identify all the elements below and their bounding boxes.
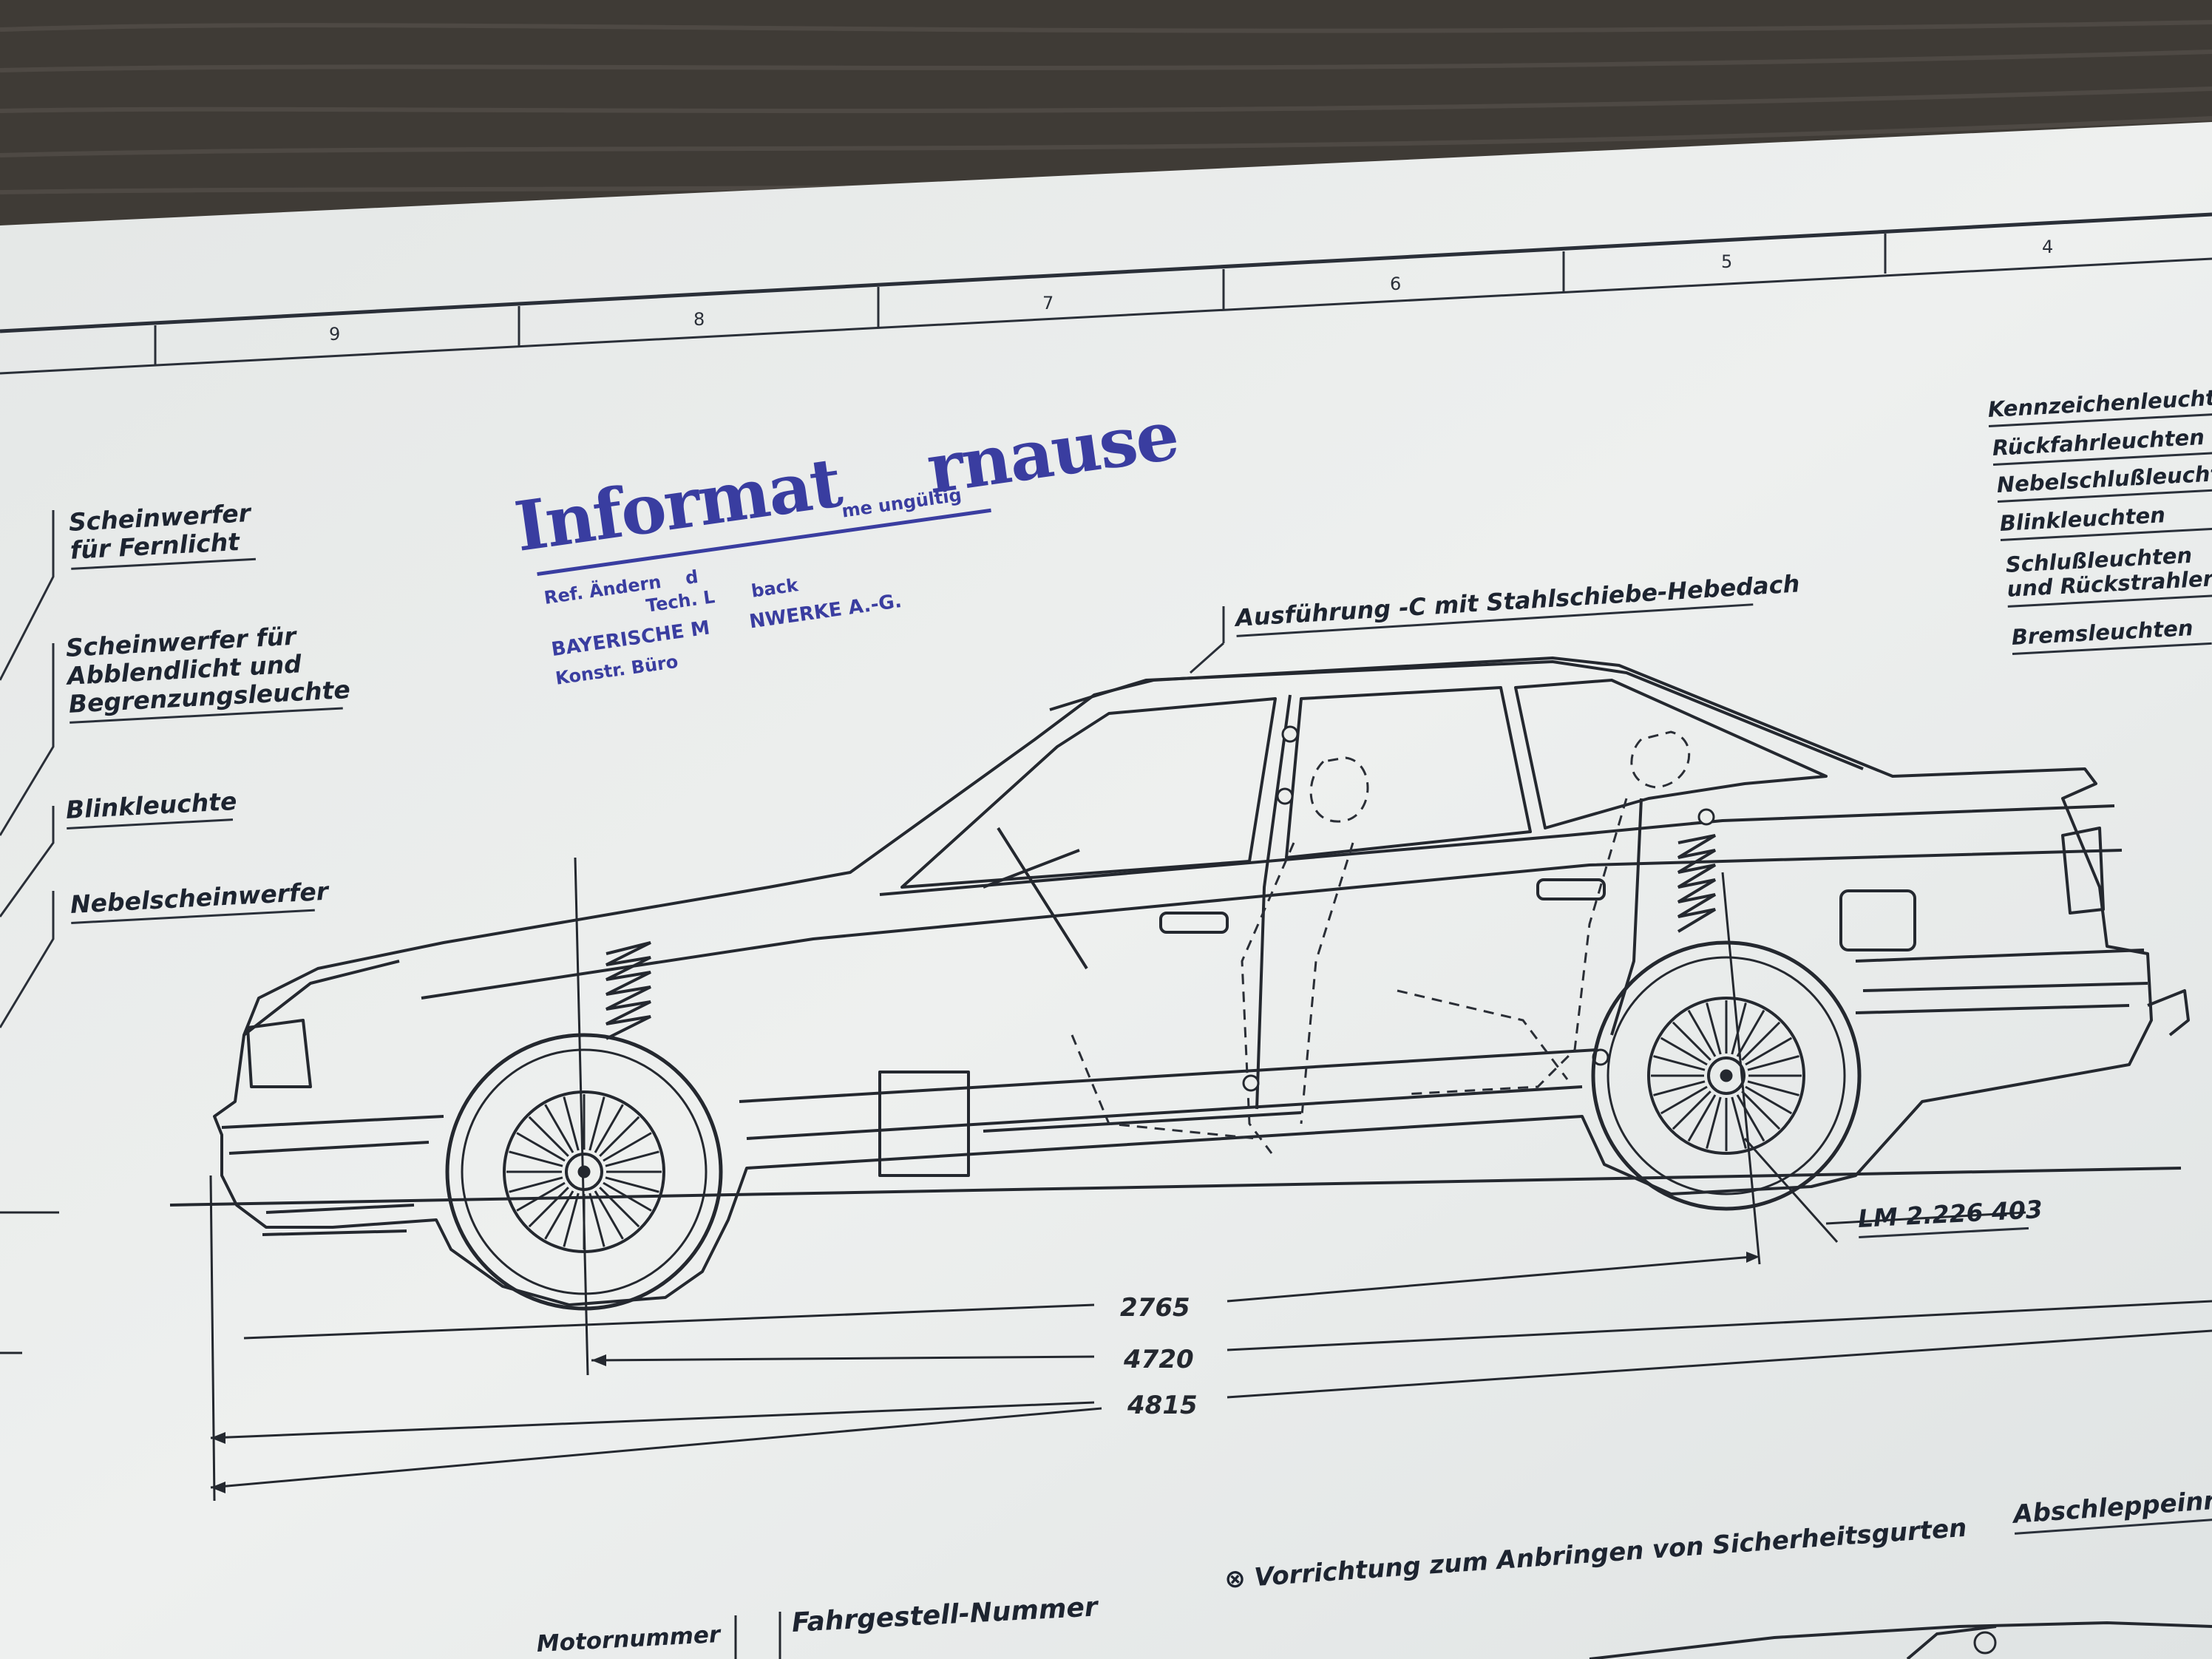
wheel-spoke xyxy=(1653,1080,1706,1096)
wheel-spoke xyxy=(528,1116,569,1157)
wheel-spoke xyxy=(1745,1085,1793,1115)
wheel-spoke xyxy=(1653,1055,1706,1071)
wheel-spoke xyxy=(1660,1085,1708,1115)
wheel-spoke xyxy=(516,1181,566,1212)
label-fernlicht: Scheinwerfer für Fernlicht xyxy=(68,498,256,570)
footer-boxes xyxy=(734,1612,781,1659)
grid-strip xyxy=(0,212,2212,375)
label-abblendlicht: Scheinwerfer für Abblendlicht und Begren… xyxy=(65,620,351,724)
grid-number-9: 9 xyxy=(329,324,340,345)
wheel-spoke xyxy=(544,1104,574,1153)
wheel-spoke xyxy=(603,1132,652,1162)
car-side-view xyxy=(213,657,2190,1306)
wheel-spoke xyxy=(1736,1094,1765,1142)
grid-number-5: 5 xyxy=(1721,251,1732,272)
wheel-spoke xyxy=(509,1150,563,1167)
wheel-spoke xyxy=(605,1150,659,1167)
wheel-spoke xyxy=(1731,1002,1747,1055)
wheel-spoke xyxy=(563,1096,580,1151)
grid-number-7: 7 xyxy=(1042,293,1054,313)
dimension-overall-length: 4815 xyxy=(1127,1391,1198,1420)
wheel-spoke xyxy=(1741,1021,1781,1061)
wheel-spoke xyxy=(1687,1009,1717,1057)
second-car-sketch xyxy=(1589,1621,2212,1659)
rear-wheel xyxy=(1591,940,1862,1211)
wheel-spoke xyxy=(1741,1090,1781,1130)
wheel-spoke xyxy=(1672,1090,1711,1130)
dimension-lines xyxy=(0,857,2212,1502)
wheel-spoke xyxy=(588,1192,605,1247)
wheel-spoke xyxy=(588,1096,605,1151)
grid-number-4: 4 xyxy=(2042,237,2053,257)
wheel-spoke xyxy=(1706,1002,1722,1055)
left-leader-lines xyxy=(0,510,1225,1028)
wheel-spoke xyxy=(599,1187,640,1228)
suspension-springs xyxy=(605,834,1717,1040)
wheel-spoke xyxy=(594,1190,624,1240)
wheel-spoke xyxy=(1687,1094,1717,1142)
label-schlussleuchten: Schlußleuchten und Rückstrahler xyxy=(2005,541,2212,608)
dimension-arrows xyxy=(211,1252,1760,1493)
wheel-spoke xyxy=(563,1192,580,1247)
wheel-spoke xyxy=(1747,1080,1799,1096)
grid-number-6: 6 xyxy=(1390,274,1401,294)
wood-grain xyxy=(0,20,2212,194)
wheel-spokes xyxy=(506,1000,1802,1249)
wheel-spoke xyxy=(1660,1037,1708,1066)
wheel-spoke xyxy=(1745,1037,1793,1066)
dimension-4720: 4720 xyxy=(1123,1345,1194,1374)
paper-sheet xyxy=(0,122,2212,1659)
dimension-wheelbase: 2765 xyxy=(1120,1293,1190,1323)
wheel-spoke xyxy=(528,1187,569,1228)
wheel-spoke xyxy=(1731,1096,1747,1149)
car-internal-dashed xyxy=(1071,730,1691,1154)
wheel-spoke xyxy=(605,1176,659,1193)
wheel-spoke xyxy=(1706,1096,1722,1149)
wheel-spoke xyxy=(599,1116,640,1157)
wheel-spoke xyxy=(516,1132,566,1162)
wheel-spoke xyxy=(509,1176,563,1193)
grid-number-8: 8 xyxy=(693,309,705,330)
wheel-spoke xyxy=(1672,1021,1711,1061)
wheel-spoke xyxy=(1736,1009,1765,1057)
wheel-spoke xyxy=(1747,1055,1799,1071)
wheel-spoke xyxy=(594,1104,624,1153)
